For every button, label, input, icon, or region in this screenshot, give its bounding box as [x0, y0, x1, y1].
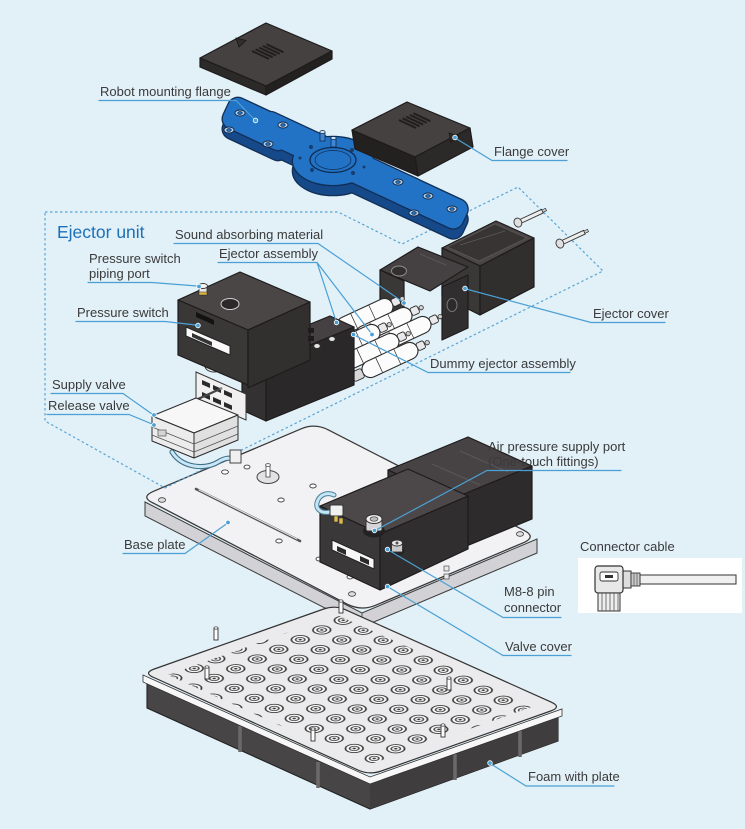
supply-valve-label: Supply valve — [52, 377, 126, 392]
dummy-ejector-assembly-label: Dummy ejector assembly — [430, 356, 576, 371]
callout-robot-mounting-flange: Robot mounting flange — [98, 84, 259, 124]
ejector-unit-label: Ejector unit — [57, 222, 145, 242]
robot-mounting-flange-part — [218, 93, 473, 243]
release-valve-label: Release valve — [48, 398, 130, 413]
ejector-unit-boundary — [44, 186, 605, 489]
pressure-switch-piping-port-label-2: piping port — [89, 266, 150, 281]
pressure-switch-unit-part — [177, 271, 355, 422]
foam-pins — [204, 599, 452, 742]
m8-pin-connector-label-2: connector — [504, 600, 562, 615]
robot-mounting-flange-label: Robot mounting flange — [100, 84, 231, 99]
m8-pin-connector-label-1: M8-8 pin — [504, 584, 555, 599]
callout-dummy-ejector-assembly: Dummy ejector assembly — [350, 331, 576, 374]
connector-cable-label: Connector cable — [580, 539, 675, 554]
callout-pressure-switch-piping-port: Pressure switch piping port — [87, 251, 202, 290]
base-plate-label: Base plate — [124, 537, 185, 552]
flange-cover-label: Flange cover — [494, 144, 570, 159]
ejector-unit-title: Ejector unit — [57, 222, 145, 242]
sound-absorbing-material-label: Sound absorbing material — [175, 227, 323, 242]
callout-release-valve: Release valve — [46, 398, 157, 428]
callout-foam-with-plate: Foam with plate — [487, 760, 620, 787]
flange-cover-top-part — [199, 22, 333, 96]
callout-ejector-cover: Ejector cover — [462, 285, 670, 324]
valve-cover-unit-part — [314, 436, 533, 591]
callout-flange-cover: Flange cover — [452, 134, 570, 162]
connector-cable-inset — [578, 558, 742, 613]
callout-air-pressure-supply-port: Air pressure supply port (One-touch fitt… — [371, 439, 626, 534]
air-pressure-supply-port-label-2: (One-touch fittings) — [488, 454, 599, 469]
callout-valve-cover: Valve cover — [384, 583, 573, 657]
air-pressure-supply-port-label-1: Air pressure supply port — [488, 439, 626, 454]
foam-with-plate-part — [142, 599, 563, 810]
callout-supply-valve: Supply valve — [50, 377, 157, 418]
ejector-assembly-label: Ejector assembly — [219, 246, 318, 261]
ejector-cover-label: Ejector cover — [593, 306, 670, 321]
supply-release-valve-part — [151, 387, 242, 470]
callout-sound-absorbing-material: Sound absorbing material — [173, 227, 407, 306]
callout-base-plate: Base plate — [122, 519, 231, 555]
callout-pressure-switch: Pressure switch — [75, 305, 201, 329]
callout-m8-pin-connector: M8-8 pin connector — [384, 546, 562, 619]
callout-ejector-assembly: Ejector assembly — [217, 246, 375, 338]
callout-connector-cable: Connector cable — [580, 539, 675, 554]
pressure-switch-label: Pressure switch — [77, 305, 169, 320]
valve-cover-label: Valve cover — [505, 639, 573, 654]
pressure-switch-piping-port-label-1: Pressure switch — [89, 251, 181, 266]
foam-with-plate-label: Foam with plate — [528, 769, 620, 784]
